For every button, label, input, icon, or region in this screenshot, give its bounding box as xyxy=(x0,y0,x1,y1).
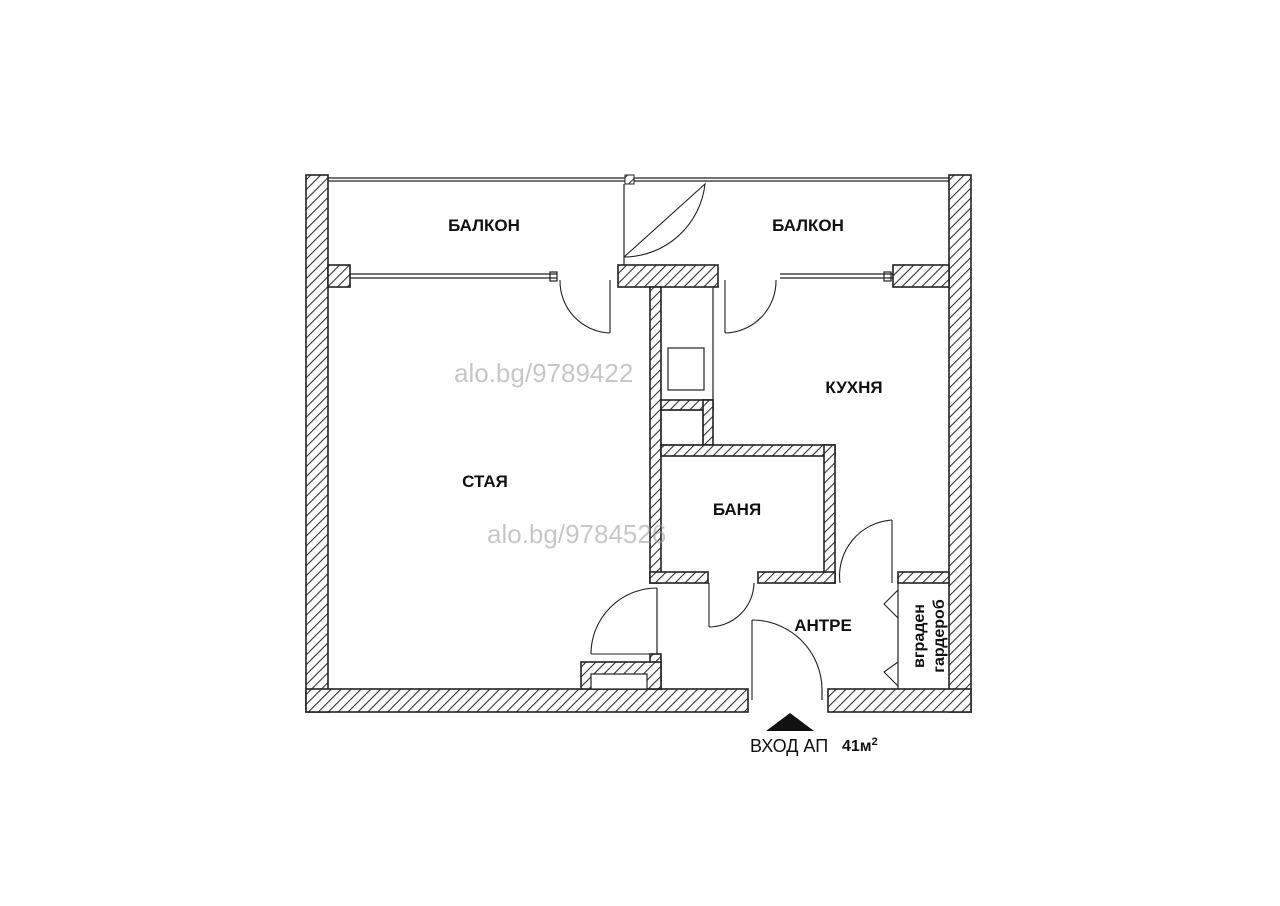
label-balcony-right: БАЛКОН xyxy=(772,216,844,235)
door-kitchen-hall xyxy=(839,519,893,584)
alcove-niche xyxy=(590,673,648,690)
label-wardrobe-line2: гардероб xyxy=(931,599,948,673)
wall-outer-right xyxy=(948,174,972,713)
wall-bath-right xyxy=(823,444,836,584)
wall-bath-bottom-right xyxy=(757,571,836,584)
watermark-1: alo.bg/9789422 xyxy=(454,358,633,388)
wall-bottom-left xyxy=(305,688,749,713)
wardrobe-door-lower xyxy=(883,661,899,687)
door-bathroom xyxy=(708,582,755,628)
wall-pier-right xyxy=(892,264,950,288)
glazing xyxy=(328,174,949,446)
walls xyxy=(305,174,972,713)
wall-bath-bottom-left xyxy=(649,571,709,584)
door-kitchen-balcony xyxy=(724,279,777,334)
wall-bath-top xyxy=(660,444,836,457)
label-wardrobe: вграден гардероб xyxy=(911,599,948,673)
label-balcony-left: БАЛКОН xyxy=(448,216,520,235)
door-entrance xyxy=(751,619,823,700)
railing-post xyxy=(624,174,635,185)
door-balcony-between xyxy=(623,182,706,258)
wardrobe-door-upper xyxy=(883,589,899,619)
wall-shaft-side xyxy=(702,399,714,446)
entry-label: ВХОД АП xyxy=(750,736,828,756)
label-wardrobe-line1: вграден xyxy=(911,604,928,668)
wall-bottom-right xyxy=(827,688,972,713)
wall-pier-left xyxy=(327,264,351,288)
entry-arrow-icon xyxy=(766,713,814,731)
label-kitchen: КУХНЯ xyxy=(825,378,882,397)
label-bathroom: БАНЯ xyxy=(713,500,761,519)
wall-pier-center xyxy=(617,264,719,288)
area-value: 41м2 xyxy=(842,736,878,755)
wall-wardrobe-top xyxy=(897,571,950,584)
doors xyxy=(559,182,899,700)
door-room-hall xyxy=(590,587,660,655)
area-superscript: 2 xyxy=(872,736,878,748)
label-hallway: АНТРЕ xyxy=(794,616,852,635)
label-room: СТАЯ xyxy=(462,472,508,491)
door-room-balcony xyxy=(559,279,611,334)
watermark-2: alo.bg/9784526 xyxy=(487,519,666,549)
area-number: 41м xyxy=(842,738,872,755)
wall-outer-left xyxy=(305,174,329,713)
